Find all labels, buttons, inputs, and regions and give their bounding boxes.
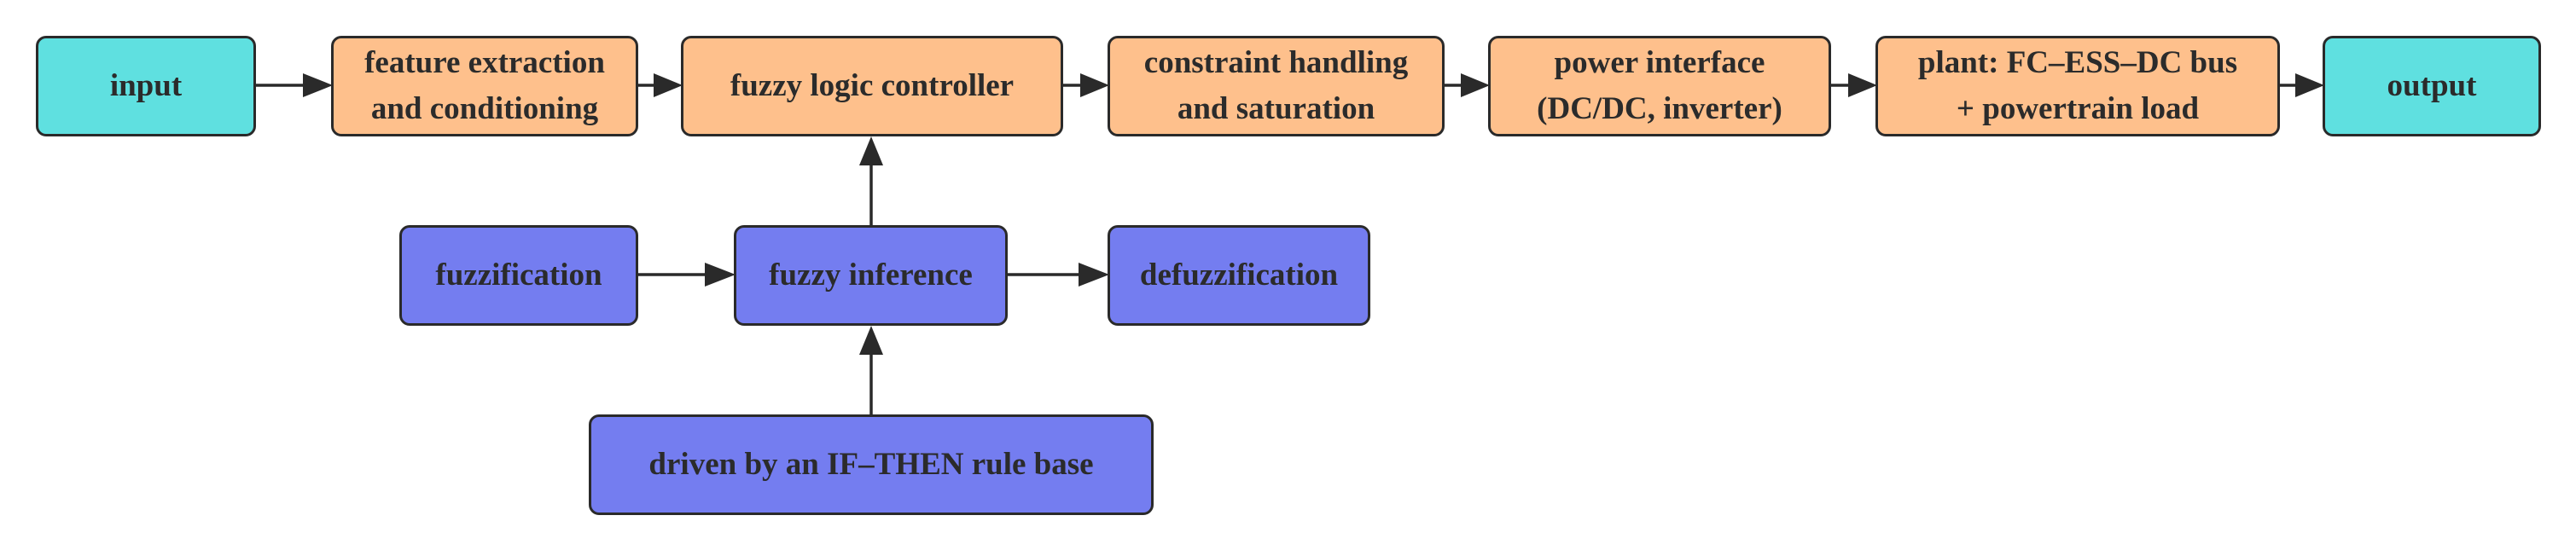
fuzzification-node: fuzzification (399, 225, 638, 326)
feature-extraction-label-line-1: feature extraction (364, 45, 605, 80)
rule-base-node: driven by an IF–THEN rule base (589, 414, 1154, 515)
plant-label-line-2: + powertrain load (1956, 91, 2200, 126)
feature-extraction-label-line-2: and conditioning (370, 91, 599, 126)
defuzzification-label: defuzzification (1139, 258, 1339, 292)
fuzzy-inference-label: fuzzy inference (769, 258, 973, 292)
output-node-label: output (2387, 68, 2477, 103)
defuzzification-node: defuzzification (1108, 225, 1370, 326)
constraint-handling-label-line-1: constraint handling (1143, 45, 1409, 80)
edge-fuzzification-to-inference (638, 263, 736, 287)
input-node-label: input (109, 68, 183, 103)
power-interface-label-line-1: power interface (1554, 45, 1765, 80)
plant-label-line-1: plant: FC–ESS–DC bus (1917, 45, 2238, 80)
fuzzy-logic-controller-label: fuzzy logic controller (730, 68, 1015, 103)
edge-feature-to-flc (638, 73, 683, 97)
fuzzy-inference-node: fuzzy inference (734, 225, 1008, 326)
constraint-handling-label-line-2: and saturation (1177, 91, 1375, 126)
edge-inference-to-flc (859, 136, 883, 227)
edge-flc-to-constraint (1063, 73, 1109, 97)
feature-extraction-node: feature extraction and conditioning (331, 36, 638, 136)
plant-node: plant: FC–ESS–DC bus + powertrain load (1875, 36, 2280, 136)
edge-inference-to-defuzzification (1008, 263, 1109, 287)
edge-power-to-plant (1831, 73, 1877, 97)
power-interface-node: power interface (DC/DC, inverter) (1488, 36, 1831, 136)
edge-rulebase-to-inference (859, 326, 883, 416)
output-node: output (2323, 36, 2541, 136)
edge-plant-to-output (2280, 73, 2324, 97)
fuzzification-label: fuzzification (435, 258, 602, 292)
power-interface-label-line-2: (DC/DC, inverter) (1537, 91, 1782, 126)
rule-base-label: driven by an IF–THEN rule base (648, 447, 1094, 482)
constraint-handling-node: constraint handling and saturation (1108, 36, 1445, 136)
edge-constraint-to-power (1445, 73, 1490, 97)
input-node: input (36, 36, 256, 136)
fuzzy-logic-controller-node: fuzzy logic controller (681, 36, 1063, 136)
edge-input-to-feature (256, 73, 333, 97)
